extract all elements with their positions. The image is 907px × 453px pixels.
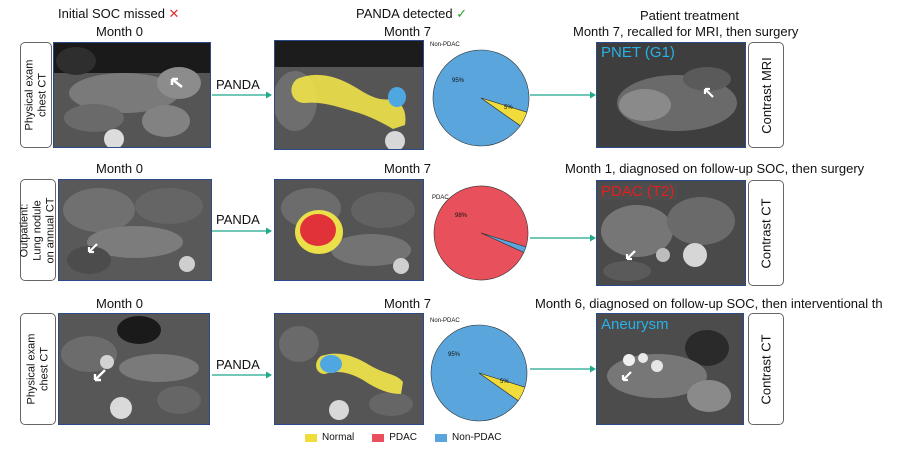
legend-swatch-pdac xyxy=(372,433,385,442)
pie-slice-normal xyxy=(480,97,528,127)
row1-source-line1: Physical exam xyxy=(23,59,36,131)
row1-nonpdac-segmentation xyxy=(388,87,406,107)
row2-pie-title: PDAC xyxy=(432,195,449,201)
row1-pie-main-label: 95% xyxy=(452,78,465,84)
legend-label-normal: Normal xyxy=(322,432,355,443)
header-initial-soc-missed: Initial SOC missed ✕ xyxy=(58,6,179,22)
row3-arrow-to-panda xyxy=(212,371,272,379)
row1-treatment-image xyxy=(596,42,746,148)
row3-pie-title: Non-PDAC xyxy=(430,318,460,324)
row1-treatment: Month 7, recalled for MRI, then surgery xyxy=(573,24,799,39)
row1-ct-month7-segmented xyxy=(274,40,424,150)
legend-item-nonpdac: Non-PDAC xyxy=(435,432,502,443)
row2-source-line2: Lung nodule xyxy=(31,199,44,261)
header-col2-text: PANDA detected xyxy=(356,6,453,21)
row3-mid-month: Month 7 xyxy=(384,296,431,311)
row3-source-line1: Physical exam xyxy=(25,333,38,405)
row1-ct-month0 xyxy=(53,42,211,148)
row1-arrow-to-panda xyxy=(212,91,272,99)
row2-source-box: Outpatient: Lung nodule on annual CT xyxy=(18,179,57,281)
header-panda-detected: PANDA detected ✓ xyxy=(356,6,467,22)
row3-source-line2: chest CT xyxy=(38,346,51,392)
row3-pie-chart xyxy=(430,324,528,422)
legend-swatch-nonpdac xyxy=(435,433,448,442)
row2-treatment: Month 1, diagnosed on follow-up SOC, the… xyxy=(565,161,865,176)
row2-source-line3: on annual CT xyxy=(44,196,57,264)
row2-mid-month: Month 7 xyxy=(384,161,431,176)
row1-normal-segmentation xyxy=(291,74,406,129)
header-col1-text: Initial SOC missed xyxy=(58,6,165,21)
row2-arrow-label: PANDA xyxy=(216,212,260,227)
legend-swatch-normal xyxy=(305,433,317,442)
row2-pie-chart xyxy=(433,185,529,281)
row2-image-tag: PDAC (T2) xyxy=(598,183,678,200)
row2-pdac-segmentation xyxy=(300,214,336,246)
row3-image-tag: Aneurysm xyxy=(601,316,669,333)
row2-modality-box: Contrast CT xyxy=(748,180,784,286)
row1-arrow-to-treatment xyxy=(530,91,596,99)
cross-icon: ✕ xyxy=(168,6,180,21)
row1-source-box: Physical exam chest CT xyxy=(20,42,52,148)
row2-source-line1: Outpatient: xyxy=(18,203,31,257)
row1-left-month: Month 0 xyxy=(96,24,143,39)
row2-left-month: Month 0 xyxy=(96,161,143,176)
legend-label-nonpdac: Non-PDAC xyxy=(452,432,502,443)
row1-modality-text: Contrast MRI xyxy=(758,56,774,134)
legend-item-normal: Normal xyxy=(305,432,354,443)
pie-slice-non-pdac xyxy=(480,232,527,253)
row1-modality-box: Contrast MRI xyxy=(748,42,784,148)
row2-arrow-to-treatment xyxy=(530,234,596,242)
row2-ct-month7-segmented xyxy=(274,179,424,281)
row3-arrow-to-treatment xyxy=(530,365,596,373)
pie-slice-normal xyxy=(478,372,526,402)
row1-image-tag: PNET (G1) xyxy=(601,44,675,61)
row1-arrow-label: PANDA xyxy=(216,77,260,92)
legend-item-pdac: PDAC xyxy=(372,432,417,443)
check-icon: ✓ xyxy=(456,6,468,21)
row3-modality-text: Contrast CT xyxy=(758,333,774,405)
legend: Normal PDAC Non-PDAC xyxy=(305,432,520,443)
row1-pie-minor-label: 5% xyxy=(504,105,513,111)
row2-modality-text: Contrast CT xyxy=(758,197,774,269)
row1-pie-chart xyxy=(432,49,530,147)
row3-modality-box: Contrast CT xyxy=(748,313,784,425)
row2-arrow-to-panda xyxy=(212,227,272,235)
row3-source-box: Physical exam chest CT xyxy=(20,313,56,425)
row3-treatment-image xyxy=(596,313,744,425)
legend-label-pdac: PDAC xyxy=(389,432,418,443)
row3-ct-month7-segmented xyxy=(274,313,424,425)
row3-pie-main-label: 95% xyxy=(448,352,461,358)
row3-left-month: Month 0 xyxy=(96,296,143,311)
row3-pie-minor-label: 5% xyxy=(500,379,509,385)
row3-arrow-label: PANDA xyxy=(216,357,260,372)
row1-pie-title: Non-PDAC xyxy=(430,42,460,48)
row2-pie-main-label: 98% xyxy=(455,213,468,219)
row2-ct-month0 xyxy=(58,179,212,281)
row1-mid-month: Month 7 xyxy=(384,24,431,39)
row3-nonpdac-segmentation xyxy=(320,355,342,373)
row3-treatment: Month 6, diagnosed on follow-up SOC, the… xyxy=(535,296,883,311)
row1-source-line2: chest CT xyxy=(36,72,49,118)
row3-ct-month0 xyxy=(58,313,210,425)
header-patient-treatment: Patient treatment xyxy=(640,8,739,23)
